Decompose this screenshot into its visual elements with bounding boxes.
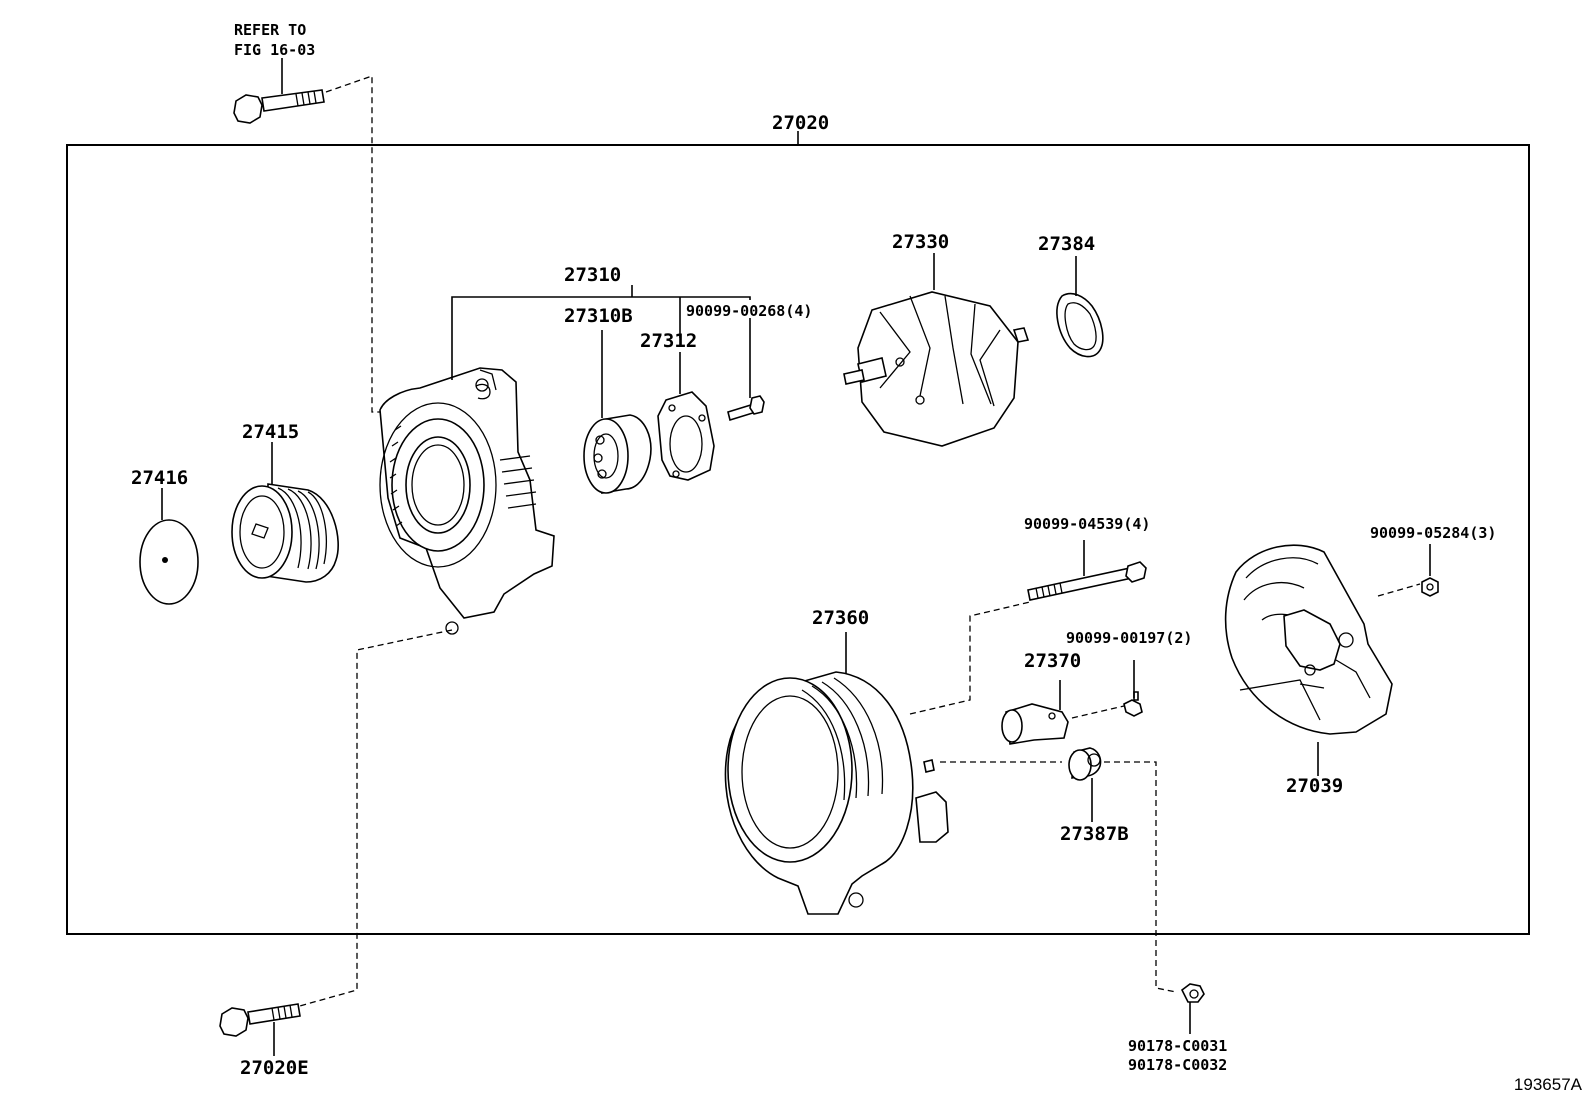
nut-90099-05284[interactable] — [1421, 577, 1439, 597]
screw-90099-00268[interactable] — [727, 395, 765, 422]
label-27384: 27384 — [1038, 233, 1095, 255]
figure-id: 193657A — [1514, 1075, 1583, 1094]
label-90099-00197: 90099-00197(2) — [1066, 629, 1192, 647]
label-27039: 27039 — [1286, 775, 1343, 797]
retainer-plate-27312[interactable] — [657, 391, 715, 481]
label-90099-05284: 90099-05284(3) — [1370, 524, 1496, 542]
cap-27416[interactable] — [139, 519, 199, 605]
label-27370: 27370 — [1024, 650, 1081, 672]
end-cover-27039[interactable] — [1224, 544, 1393, 735]
bolt-27020E[interactable] — [219, 1003, 301, 1037]
label-27020: 27020 — [772, 112, 829, 134]
label-27416: 27416 — [131, 467, 188, 489]
label-27387B: 27387B — [1060, 823, 1129, 845]
label-27360: 27360 — [812, 607, 869, 629]
label-27310: 27310 — [564, 264, 621, 286]
refer-fig-label: FIG 16-03 — [234, 41, 315, 59]
label-27312: 27312 — [640, 330, 697, 352]
bolt-refer-fig-16-03[interactable] — [233, 89, 325, 124]
bolt-90099-04539[interactable] — [1027, 561, 1147, 601]
terminal-27370[interactable] — [1001, 703, 1069, 745]
insulator-27384[interactable] — [1056, 292, 1104, 358]
label-90099-00268: 90099-00268(4) — [686, 302, 812, 320]
label-90178-C0032: 90178-C0032 — [1128, 1056, 1227, 1074]
label-90099-04539: 90099-04539(4) — [1024, 515, 1150, 533]
bearing-27310B[interactable] — [583, 414, 652, 494]
pulley-27415[interactable] — [231, 483, 339, 583]
drive-end-frame-27310[interactable] — [379, 367, 555, 635]
label-27020E: 27020E — [240, 1057, 309, 1079]
label-27330: 27330 — [892, 231, 949, 253]
rotor-27330[interactable] — [843, 291, 1030, 447]
insulator-27387B[interactable] — [1068, 747, 1102, 781]
label-27415: 27415 — [242, 421, 299, 443]
label-90178-C0031: 90178-C0031 — [1128, 1037, 1227, 1055]
label-27310B: 27310B — [564, 305, 633, 327]
stator-frame-27360[interactable] — [724, 671, 949, 915]
refer-to-label: REFER TO — [234, 21, 306, 39]
nut-90178[interactable] — [1180, 983, 1205, 1003]
screw-90099-00197[interactable] — [1123, 691, 1143, 717]
